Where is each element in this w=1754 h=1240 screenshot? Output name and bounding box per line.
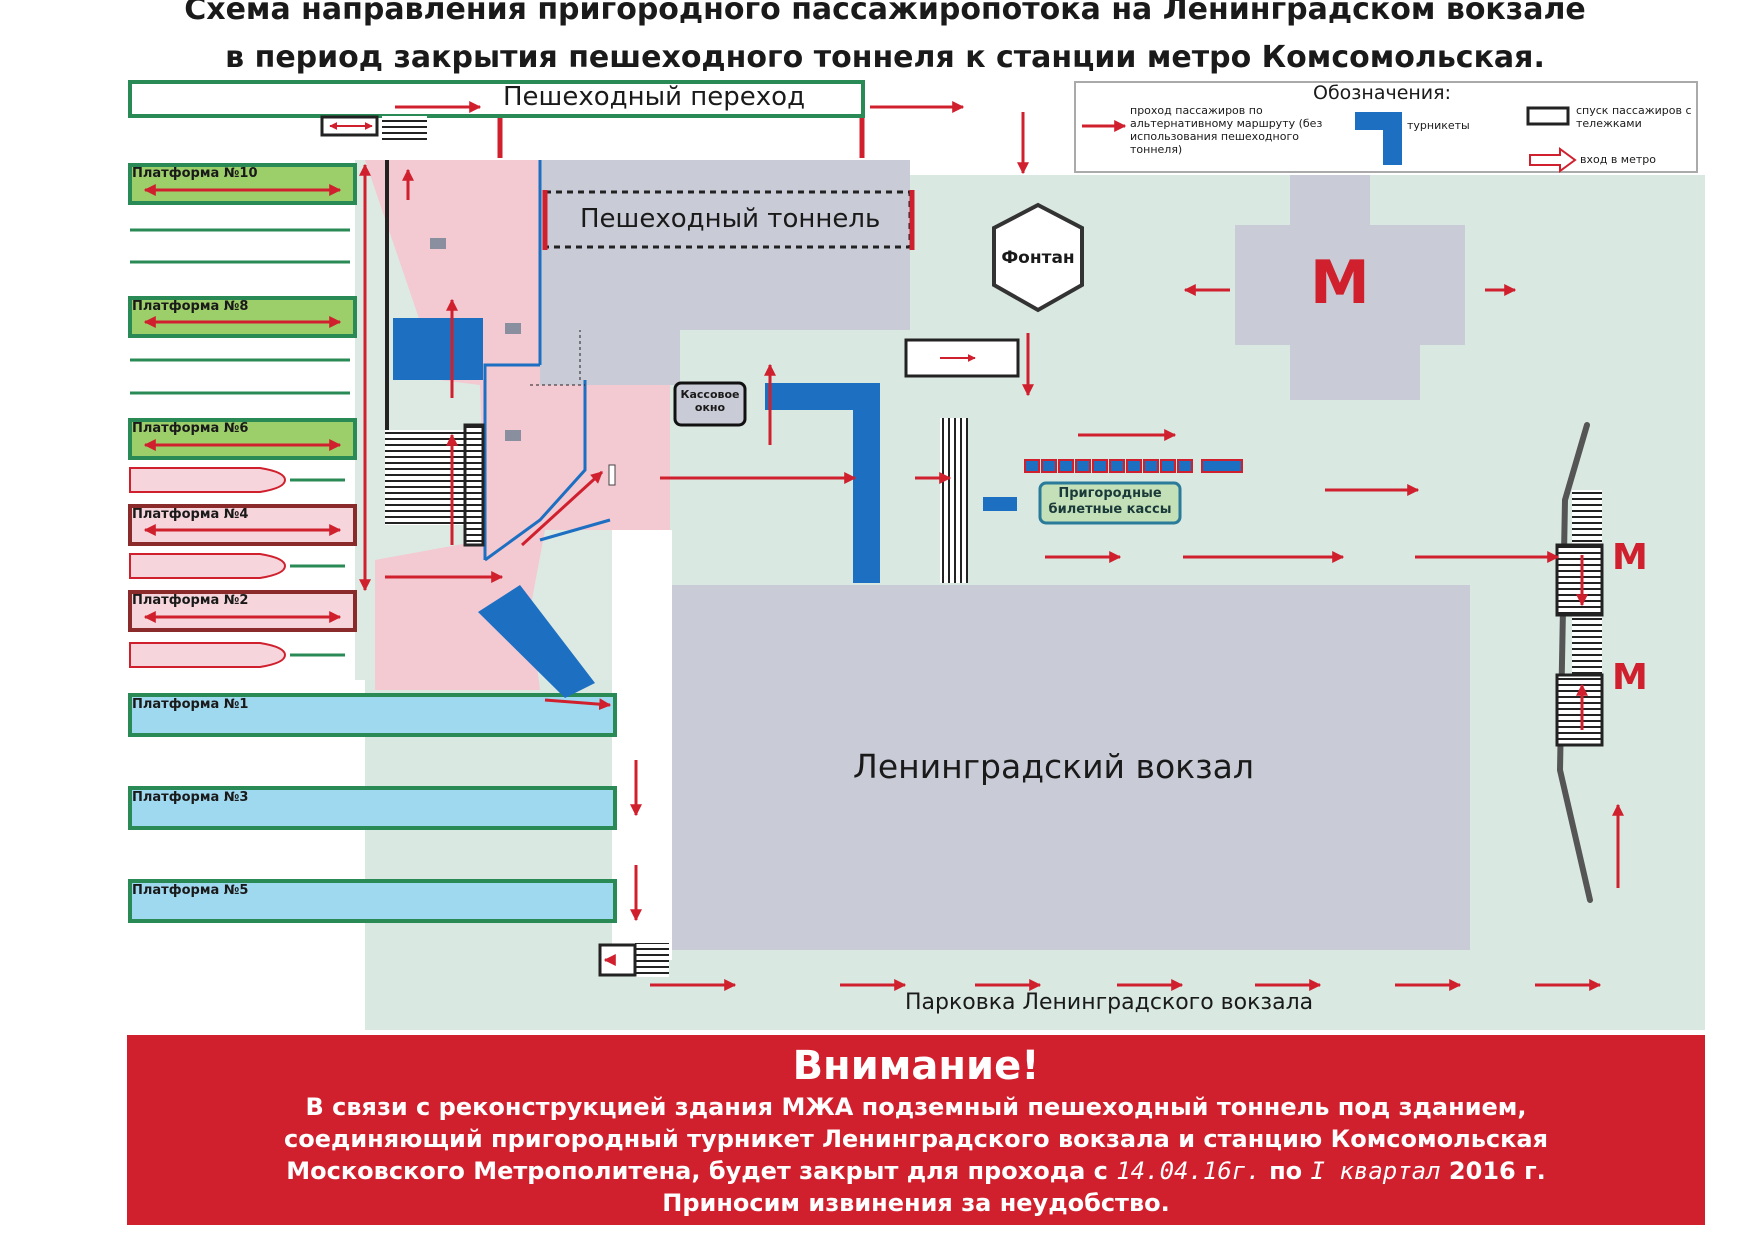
legend-title: Обозначения: xyxy=(1313,82,1451,104)
notice-line3b: по xyxy=(1269,1157,1303,1185)
stairs-overpass xyxy=(382,116,427,142)
stairs-parking xyxy=(635,943,669,977)
legend-route: проход пассажиров по альтернативному мар… xyxy=(1130,104,1323,156)
tunnel-building xyxy=(540,160,910,330)
legend-turnstiles: турникеты xyxy=(1407,119,1470,132)
metro-cross xyxy=(1235,175,1465,400)
suburban-tickets-box[interactable] xyxy=(1038,481,1182,525)
pink-hall xyxy=(365,160,580,690)
stairs-left-b xyxy=(463,423,485,547)
notice-banner: Внимание! В связи с реконструкцией здани… xyxy=(127,1035,1705,1225)
turnstile-main xyxy=(765,383,880,583)
notice-line3c: 2016 г. xyxy=(1448,1157,1546,1185)
metro-logo-entry-1: М xyxy=(1612,537,1648,578)
metro-logo-main: М xyxy=(1310,248,1370,318)
metro-entry-top xyxy=(1555,543,1604,617)
notice-date-to: I квартал xyxy=(1310,1157,1441,1185)
tunnel-building-lower xyxy=(540,330,680,385)
platform-4-label: Платформа №4 xyxy=(132,507,249,522)
notice-line1: В связи с реконструкцией здания МЖА подз… xyxy=(305,1093,1527,1121)
platform-3-label: Платформа №3 xyxy=(132,790,249,805)
notice-title: Внимание! xyxy=(792,1043,1040,1089)
metro-logo-entry-2: М xyxy=(1612,657,1648,698)
ticket-window-box[interactable] xyxy=(673,381,747,427)
parking-label: Парковка Ленинградского вокзала xyxy=(905,990,1314,1015)
fountain-label: Фонтан xyxy=(1001,248,1075,268)
tunnel-label: Пешеходный тоннель xyxy=(580,204,881,234)
fountain-shape xyxy=(992,202,1084,313)
forecourt xyxy=(612,530,672,960)
notice-line4: Приносим извинения за неудобство. xyxy=(662,1189,1170,1217)
trolley-square xyxy=(904,338,1020,378)
station-building xyxy=(670,585,1470,950)
platform-arrows xyxy=(143,184,342,623)
platform-6-label: Платформа №6 xyxy=(132,421,249,436)
platform-1-label: Платформа №1 xyxy=(132,697,249,712)
overpass-label: Пешеходный переход xyxy=(503,82,806,112)
legend-trolley: спуск пассажиров с тележками xyxy=(1576,104,1692,130)
metro-entry-bottom xyxy=(1555,673,1604,747)
map-title-line2: в период закрытия пешеходного тоннеля к … xyxy=(225,40,1545,75)
notice-line2: соединяющий пригородный турникет Ленингр… xyxy=(283,1125,1549,1153)
route-arrows xyxy=(359,101,1624,991)
turnstile-diagonal xyxy=(478,585,595,698)
map-title-line1: Схема направления пригородного пассажиро… xyxy=(184,0,1586,27)
platform-2-label: Платформа №2 xyxy=(132,593,249,608)
notice-date-from: 14.04.16г. xyxy=(1116,1157,1261,1185)
platform-8-label: Платформа №8 xyxy=(132,299,249,314)
turnstile-row xyxy=(1024,459,1243,473)
overpass-box xyxy=(128,80,865,118)
notice-line3a: Московского Метрополитена, будет закрыт … xyxy=(286,1157,1108,1185)
turnstile-left xyxy=(393,318,483,380)
platform-5-label: Платформа №5 xyxy=(132,883,249,898)
metro-railing xyxy=(1556,422,1593,903)
suburban-tickets-label: Пригородные билетные кассы xyxy=(1048,486,1172,517)
legend-metro-entry: вход в метро xyxy=(1580,153,1656,166)
ticket-window-label: Кассовое окно xyxy=(680,388,740,414)
stairs-turnstile xyxy=(940,418,968,583)
notice-line3: Московского Метрополитена, будет закрыт … xyxy=(127,1157,1705,1185)
platform-10-label: Платформа №10 xyxy=(132,166,258,181)
station-label: Ленинградский вокзал xyxy=(853,747,1254,786)
